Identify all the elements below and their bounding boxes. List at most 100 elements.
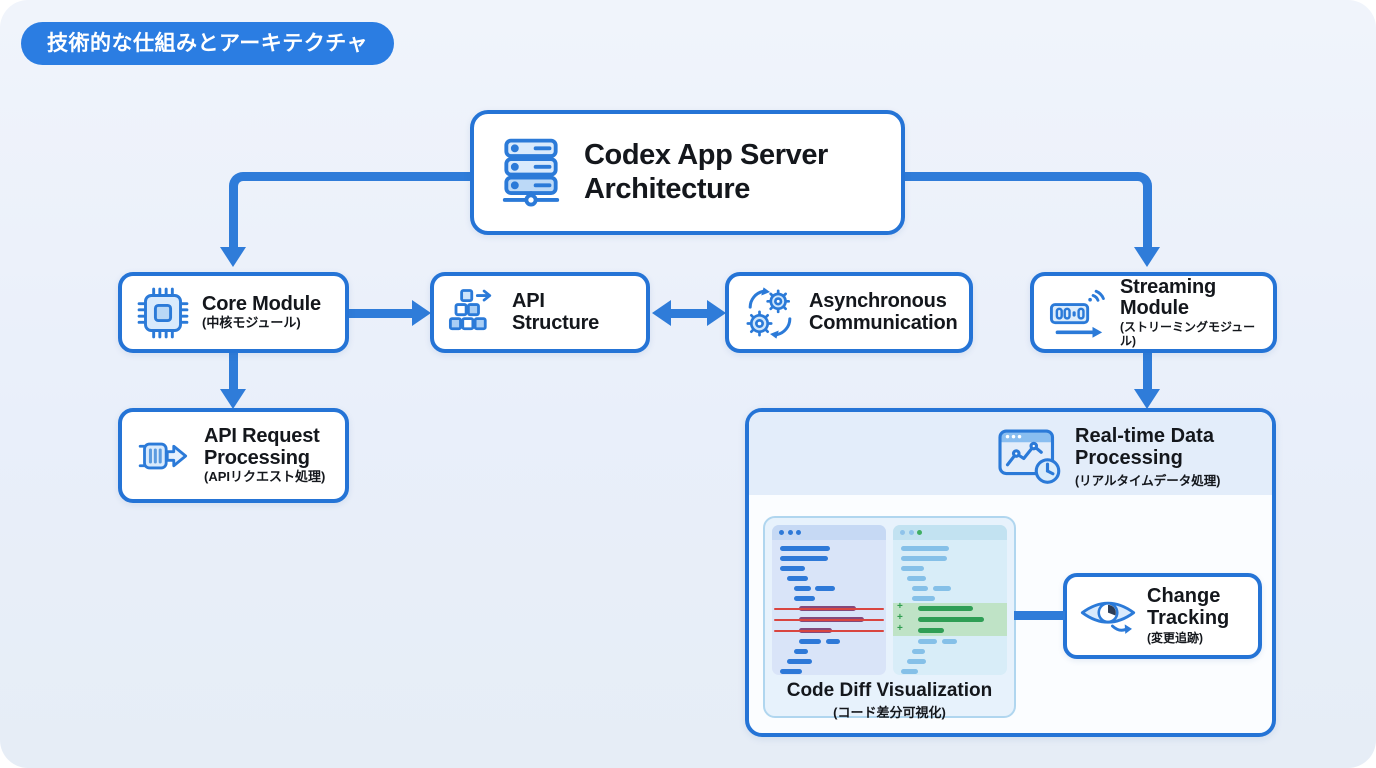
diff-code-bar <box>918 638 938 644</box>
diff-code-bar <box>779 668 802 674</box>
diff-code-bar <box>918 627 945 633</box>
window-dot-icon <box>900 530 905 535</box>
diff-code-bar <box>779 545 831 551</box>
diff-code-bar <box>900 668 919 674</box>
diff-code-bar <box>912 585 929 591</box>
diff-strikethrough-line <box>774 618 884 621</box>
window-dot-icon <box>779 530 784 535</box>
diff-row-add: + <box>893 623 1007 636</box>
diff-code-bar <box>799 638 822 644</box>
diff-code-body <box>772 540 886 675</box>
diff-code-bar <box>825 638 841 644</box>
diff-row-code <box>772 593 886 603</box>
diff-row-del <box>772 603 886 614</box>
diff-code-bar <box>912 648 925 654</box>
diff-row-code <box>772 573 886 583</box>
diff-row-code <box>893 573 1007 583</box>
realtime-chart-clock-icon <box>998 429 1061 484</box>
window-dot-icon <box>787 530 793 535</box>
diff-panel-right: +++ <box>893 525 1007 675</box>
diff-plus-icon: + <box>897 623 903 634</box>
arrowhead-bidir-right <box>707 300 726 326</box>
diff-code-bar <box>815 585 835 591</box>
diff-row-code <box>893 553 1007 563</box>
diff-row-add: + <box>893 612 1007 625</box>
change-tracking-title: Change Tracking <box>1147 584 1230 629</box>
diff-row-code <box>893 543 1007 553</box>
node-change-tracking: Change Tracking (変更追跡) <box>1063 573 1262 659</box>
diff-row-code <box>893 563 1007 573</box>
diff-code-bar <box>942 638 957 644</box>
realtime-title-block: Real-time Data Processing (リアルタイムデータ処理) <box>1075 425 1272 489</box>
data-stream-icon <box>1049 289 1105 338</box>
arrowhead-apistructure <box>412 300 431 326</box>
window-dot-icon <box>796 530 801 535</box>
diff-label-block: Code Diff Visualization (コード差分可視化) <box>772 680 1007 721</box>
realtime-header-band <box>749 412 1272 495</box>
arrowhead-realtime <box>1134 389 1160 409</box>
diff-code-bar <box>793 595 816 601</box>
diff-row-code <box>893 593 1007 603</box>
core-subtitle: (中核モジュール) <box>202 315 301 331</box>
diff-window-header <box>893 525 1007 540</box>
diff-row-code <box>772 666 886 675</box>
server-architecture-node: Codex App Server Architecture <box>470 110 905 235</box>
async-title: Asynchronous Communication <box>809 289 958 334</box>
diff-code-bar <box>786 658 812 664</box>
diff-row-code <box>772 563 886 573</box>
diff-title: Code Diff Visualization <box>786 680 993 701</box>
section-badge: 技術的な仕組みとアーキテクチャ <box>21 22 395 65</box>
window-dot-icon <box>908 530 914 535</box>
node-async-communication: Asynchronous Communication <box>725 272 973 353</box>
arrow-server-to-streaming <box>905 172 1152 248</box>
diff-row-code <box>772 656 886 666</box>
diff-code-bar <box>912 595 936 601</box>
arrowhead-bidir-left <box>652 300 671 326</box>
diff-code-bar <box>918 605 973 611</box>
api-request-subtitle: (APIリクエスト処理) <box>204 469 326 485</box>
diff-panel-left <box>772 525 886 675</box>
sync-gears-icon <box>746 286 792 339</box>
connector-diff-to-change <box>1014 611 1065 620</box>
node-api-structure: API Structure <box>430 272 650 353</box>
arrow-core-to-apistructure <box>349 309 413 318</box>
diff-code-bar <box>906 658 927 664</box>
change-tracking-subtitle: (変更追跡) <box>1147 631 1203 646</box>
api-structure-title: API Structure <box>512 289 600 334</box>
node-core-module: Core Module (中核モジュール) <box>118 272 349 353</box>
diff-code-bar <box>779 555 828 561</box>
diff-row-add: + <box>893 601 1007 614</box>
diff-subtitle: (コード差分可視化) <box>833 704 946 720</box>
panel-realtime-processing: Real-time Data Processing (リアルタイムデータ処理) … <box>745 408 1276 737</box>
diff-plus-icon: + <box>897 612 903 623</box>
core-title: Core Module <box>202 292 321 315</box>
diff-row-code <box>893 646 1007 656</box>
diff-code-bar <box>900 555 947 561</box>
diff-code-bar <box>900 565 924 571</box>
server-title: Codex App Server Architecture <box>584 138 828 205</box>
node-api-request-processing: API Request Processing (APIリクエスト処理) <box>118 408 349 503</box>
diff-row-code <box>772 583 886 593</box>
diff-row-code <box>893 666 1007 675</box>
diff-row-code <box>772 553 886 563</box>
window-dot-icon <box>917 530 922 535</box>
diff-code-bar <box>918 616 985 622</box>
diff-code-bar <box>786 575 809 581</box>
diff-strikethrough-line <box>774 607 884 610</box>
streaming-subtitle: (ストリーミングモジュール) <box>1120 319 1256 348</box>
diff-code-bar <box>779 565 806 571</box>
diff-row-code <box>772 636 886 646</box>
diff-row-code <box>772 543 886 553</box>
streaming-title: Streaming Module <box>1120 275 1217 320</box>
realtime-subtitle: (リアルタイムデータ処理) <box>1075 474 1221 488</box>
arrow-streaming-to-realtime <box>1143 353 1152 390</box>
diff-code-bar <box>793 585 811 591</box>
diff-row-code <box>893 656 1007 666</box>
diff-panels: +++ <box>772 525 1007 675</box>
api-request-title: API Request Processing <box>204 424 320 469</box>
diff-strikethrough-line <box>774 629 884 632</box>
arrowhead-streaming <box>1134 247 1160 267</box>
node-streaming-module: Streaming Module (ストリーミングモジュール) <box>1030 272 1277 353</box>
diff-code-bar <box>900 545 949 551</box>
